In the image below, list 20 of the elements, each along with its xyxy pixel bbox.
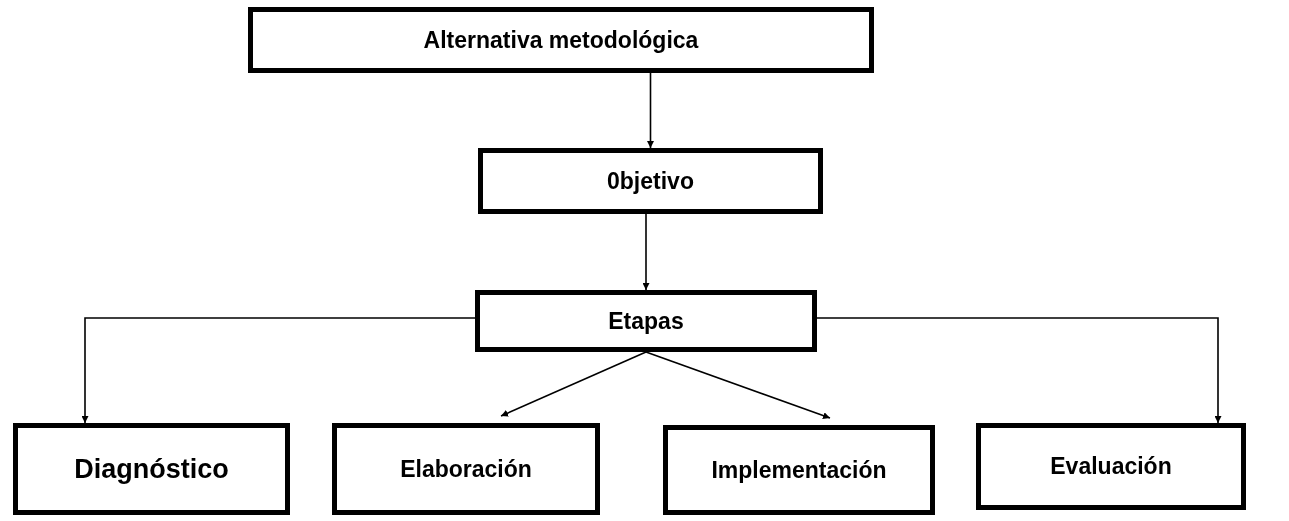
arrow	[500, 351, 647, 417]
box-label: Elaboración	[400, 455, 532, 483]
box-label: 0bjetivo	[607, 167, 694, 195]
arrow	[647, 72, 654, 149]
process-box	[478, 148, 823, 214]
process-box	[976, 423, 1246, 510]
process-box	[13, 423, 290, 515]
box-label: Implementación	[711, 456, 887, 484]
box-label: Alternativa metodológica	[423, 26, 699, 54]
arrow	[81, 317, 476, 424]
process-box	[248, 7, 874, 73]
process-box	[332, 423, 600, 515]
box-label: Etapas	[608, 307, 684, 335]
box-label: Diagnóstico	[74, 453, 229, 485]
arrow	[642, 213, 650, 291]
process-box	[475, 290, 817, 352]
process-box	[663, 425, 935, 515]
arrow	[645, 351, 831, 419]
arrow	[816, 317, 1222, 424]
box-label: Evaluación	[1050, 453, 1172, 480]
